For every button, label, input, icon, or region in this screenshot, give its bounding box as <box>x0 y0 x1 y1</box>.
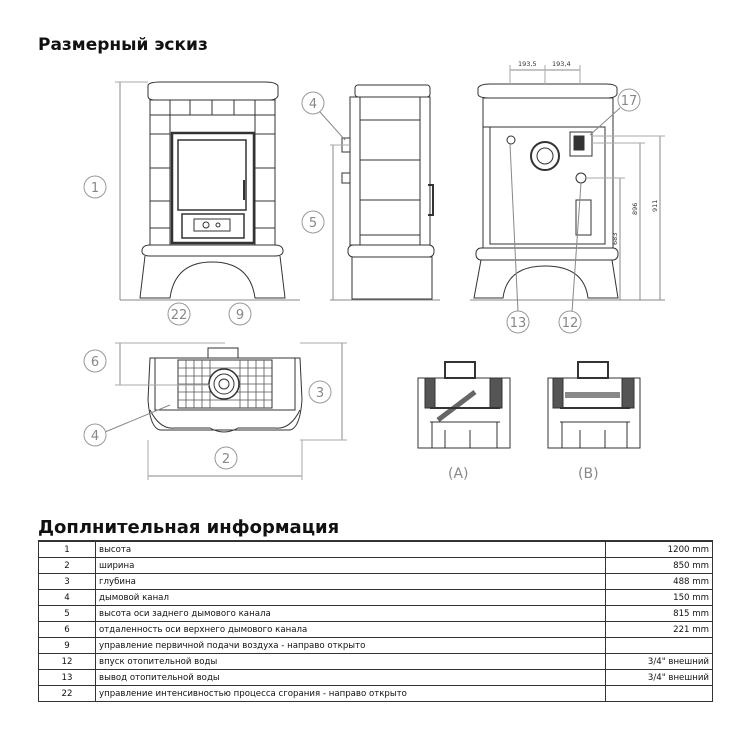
row-value <box>605 685 713 702</box>
callout-13-text: 13 <box>510 316 527 331</box>
dim-193-4: 193,4 <box>552 60 571 68</box>
row-number: 5 <box>38 605 96 622</box>
dim-911: 911 <box>651 200 659 212</box>
row-description: вывод отопительной воды <box>95 669 606 686</box>
callout-9-text: 9 <box>236 308 244 323</box>
row-number: 12 <box>38 653 96 670</box>
callout-12-text: 12 <box>562 316 579 331</box>
row-value: 3/4" внешний <box>605 669 713 686</box>
section-a-label: (A) <box>448 466 469 482</box>
section-b-label: (B) <box>578 466 599 482</box>
dim-683: 683 <box>611 233 619 245</box>
row-number: 3 <box>38 573 96 590</box>
callout-13 <box>506 310 530 334</box>
callout-9 <box>228 302 252 326</box>
row-description: впуск отопительной воды <box>95 653 606 670</box>
row-value: 150 mm <box>605 589 713 606</box>
info-title: Доплнительная информация <box>38 517 340 538</box>
callout-2-text: 2 <box>222 452 230 467</box>
row-description: управление первичной подачи воздуха - на… <box>95 637 606 654</box>
row-number: 9 <box>38 637 96 654</box>
callout-4-top-text: 4 <box>91 429 99 444</box>
side-view <box>319 84 440 301</box>
callout-1 <box>83 175 107 199</box>
callout-6 <box>83 349 107 373</box>
row-number: 1 <box>38 540 96 558</box>
callout-4-top <box>83 423 107 447</box>
section-b <box>547 361 641 449</box>
callout-5 <box>301 210 325 234</box>
callout-3 <box>308 380 332 404</box>
row-description: высота <box>95 540 606 558</box>
row-value: 3/4" внешний <box>605 653 713 670</box>
callout-4-side-text: 4 <box>309 97 317 112</box>
front-view <box>115 81 300 301</box>
row-number: 2 <box>38 557 96 574</box>
callout-6-text: 6 <box>91 355 99 370</box>
row-number: 22 <box>38 685 96 702</box>
callout-22 <box>167 302 191 326</box>
callout-3-text: 3 <box>316 386 324 401</box>
row-value: 221 mm <box>605 621 713 638</box>
row-number: 4 <box>38 589 96 606</box>
sketch-title: Размерный эскиз <box>38 35 208 55</box>
back-view <box>470 65 665 313</box>
row-description: отдаленность оси верхнего дымового канал… <box>95 621 606 638</box>
row-number: 13 <box>38 669 96 686</box>
row-description: ширина <box>95 557 606 574</box>
row-value: 815 mm <box>605 605 713 622</box>
dim-193-5: 193,5 <box>518 60 537 68</box>
row-value: 488 mm <box>605 573 713 590</box>
row-description: дымовой канал <box>95 589 606 606</box>
row-description: глубина <box>95 573 606 590</box>
dimension-drawing: 1 22 9 4 5 17 13 12 6 3 4 2 193,5 193,4 … <box>83 60 665 482</box>
callout-17-text: 17 <box>621 94 638 109</box>
callout-2 <box>214 446 238 470</box>
callout-4-side <box>301 91 325 115</box>
row-description: высота оси заднего дымового канала <box>95 605 606 622</box>
row-value <box>605 637 713 654</box>
top-view <box>104 342 347 480</box>
callout-5-text: 5 <box>309 216 317 231</box>
row-description: управление интенсивностью процесса сгора… <box>95 685 606 702</box>
row-value: 1200 mm <box>605 540 713 558</box>
row-number: 6 <box>38 621 96 638</box>
section-a <box>417 361 511 449</box>
callout-17 <box>617 88 641 112</box>
callout-22-text: 22 <box>171 308 188 323</box>
callout-12 <box>558 310 582 334</box>
callout-1-text: 1 <box>91 181 99 196</box>
row-value: 850 mm <box>605 557 713 574</box>
dim-896: 896 <box>631 203 639 215</box>
